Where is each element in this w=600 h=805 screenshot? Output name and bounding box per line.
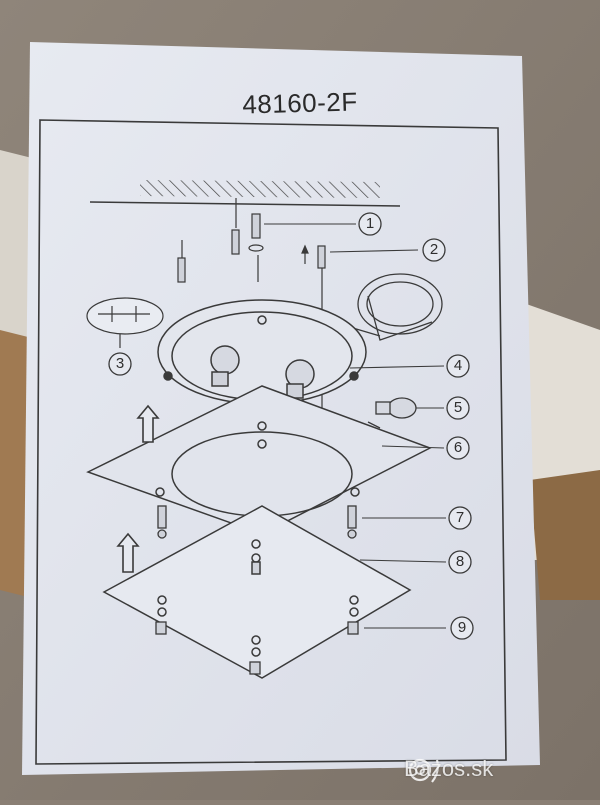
standoffs (157, 505, 357, 539)
at-sign-icon (408, 758, 439, 783)
box-right-brown (530, 470, 600, 600)
watermark-text[interactable]: Bazos.sk (404, 756, 494, 781)
callout-6: 6 (453, 439, 463, 456)
cap-nuts (155, 621, 359, 675)
callout-5: 5 (453, 399, 463, 416)
callout-circles (108, 212, 474, 640)
leader-lines (264, 223, 447, 629)
callout-1: 1 (365, 215, 375, 232)
callout-3: 3 (115, 355, 125, 372)
ceiling-line (89, 201, 401, 207)
ceiling-hatch (140, 180, 380, 198)
plate-lower (102, 505, 412, 679)
lamp-base (157, 299, 367, 405)
callout-4: 4 (453, 357, 463, 374)
diagram-frame (35, 119, 507, 765)
bulb (367, 397, 417, 429)
callout-9: 9 (457, 619, 467, 636)
detail-bubble (86, 297, 164, 348)
callout-2: 2 (429, 241, 439, 258)
assembly-arrows (116, 404, 160, 573)
callout-7: 7 (455, 509, 465, 526)
detail-ring (357, 273, 443, 341)
callout-8: 8 (455, 553, 465, 570)
